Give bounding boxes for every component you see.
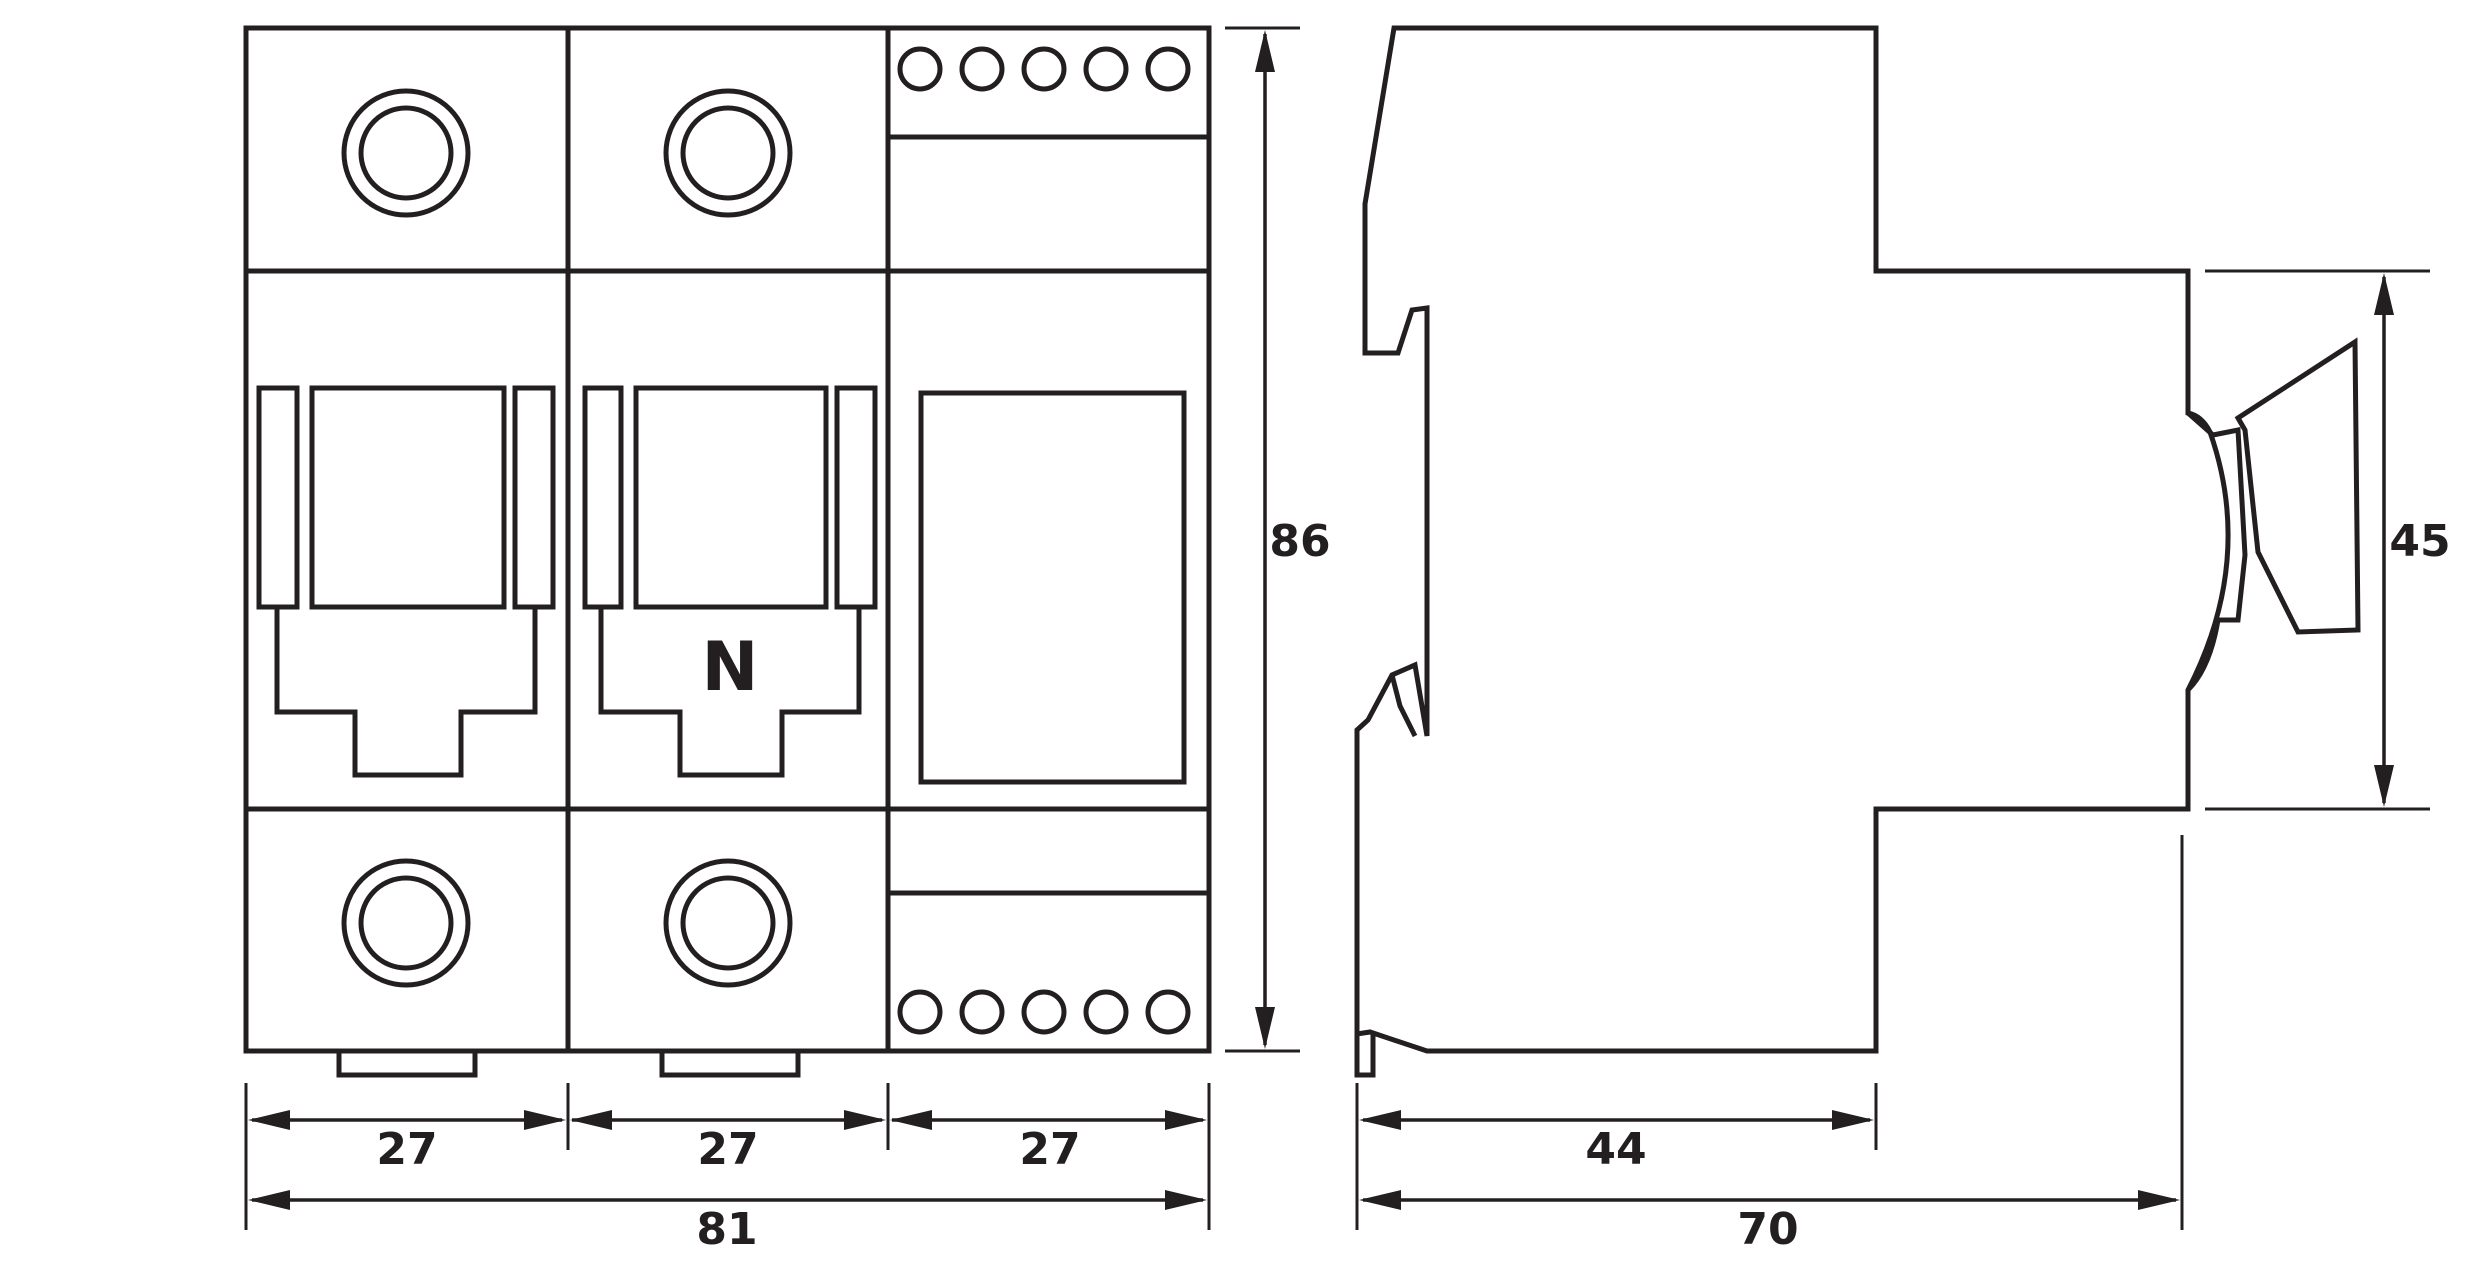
aux-module-window <box>918 390 1187 785</box>
pole1-toggle <box>256 385 556 778</box>
neutral-pole-toggle <box>582 385 878 778</box>
terminal-screw-bottom-left <box>341 858 471 988</box>
aux-terminals-top <box>897 46 1191 92</box>
din-clip-detail <box>1389 674 1418 738</box>
dim-front-depth: 44 <box>1585 1124 1646 1175</box>
toggle-lever <box>2186 411 2248 692</box>
aux-terminals-bottom <box>897 989 1191 1035</box>
din-clip-neutral <box>659 1048 801 1078</box>
terminal-screw-top-left <box>341 88 471 218</box>
terminal-screw-bottom-neutral <box>663 858 793 988</box>
side-dimensions: 44 70 45 <box>1355 269 2451 1255</box>
front-view: N <box>243 25 1212 1078</box>
dim-total-width: 81 <box>696 1204 757 1255</box>
dim-face-height: 45 <box>2389 516 2450 567</box>
toggle-handle <box>2234 337 2361 635</box>
side-view <box>1354 25 2361 1078</box>
din-foot <box>1354 1020 1376 1078</box>
dim-height: 86 <box>1269 516 1330 567</box>
din-clip-left <box>336 1048 478 1078</box>
side-housing-outline <box>1354 25 2231 1054</box>
dim-pole1-width: 27 <box>376 1124 437 1175</box>
terminal-screw-top-neutral <box>663 88 793 218</box>
front-outline <box>243 25 1212 1054</box>
dim-total-depth: 70 <box>1737 1204 1798 1255</box>
front-dimensions: 27 27 27 81 86 <box>244 26 1331 1255</box>
dim-pole2-width: 27 <box>697 1124 758 1175</box>
neutral-label: N <box>702 628 759 707</box>
dim-module-width: 27 <box>1019 1124 1080 1175</box>
